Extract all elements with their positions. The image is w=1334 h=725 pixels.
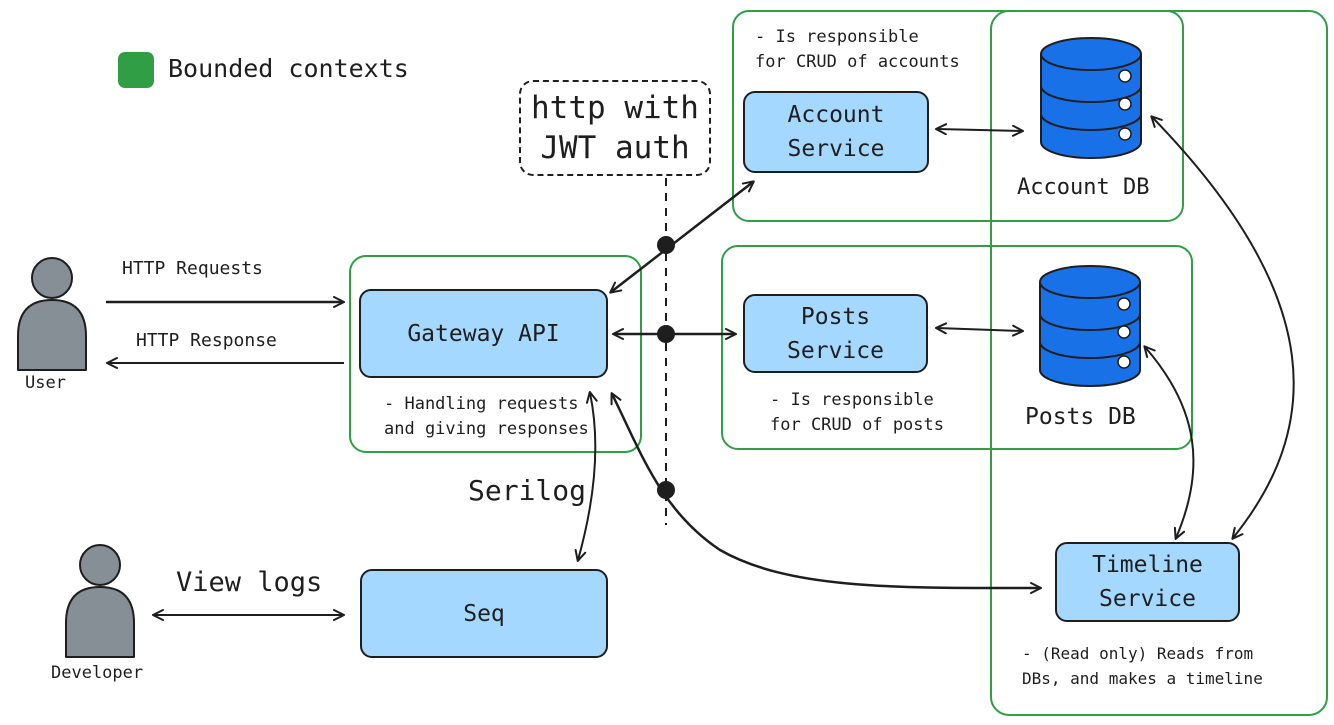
account-db-label: Account DB — [1017, 175, 1150, 200]
account-service[interactable]: Account Service — [743, 91, 929, 173]
account-service-note: - Is responsible for CRUD of accounts — [755, 25, 960, 75]
jwt-auth-line2: JWT auth — [540, 130, 690, 166]
account-service-line1: Account — [787, 102, 885, 128]
account-note-line2: for CRUD of accounts — [755, 52, 960, 72]
posts-note-line2: for CRUD of posts — [770, 415, 944, 435]
legend-swatch — [118, 52, 154, 88]
junction-dot — [657, 236, 675, 254]
timeline-note-line1: - (Read only) Reads from — [1022, 644, 1254, 663]
gateway-api-service[interactable]: Gateway API — [359, 289, 608, 378]
posts-note-line1: - Is responsible — [770, 390, 934, 410]
jwt-auth-line1: http with — [531, 90, 699, 126]
http-response-label: HTTP Response — [136, 330, 277, 351]
gateway-note-line1: - Handling requests — [384, 394, 579, 414]
user-label: User — [25, 373, 66, 393]
seq-label: Seq — [463, 600, 505, 627]
gateway-timeline-arrow — [610, 392, 1042, 595]
posts-service[interactable]: Posts Service — [743, 294, 928, 373]
posts-db-arrow — [935, 322, 1024, 337]
developer-label: Developer — [51, 663, 144, 683]
seq-service[interactable]: Seq — [360, 569, 608, 658]
timeline-note-line2: DBs, and makes a timeline — [1022, 669, 1263, 688]
view-logs-label: View logs — [176, 567, 323, 598]
timeline-service[interactable]: Timeline Service — [1055, 542, 1240, 622]
person-icon — [65, 544, 135, 658]
jwt-auth-note: http with JWT auth — [519, 80, 711, 176]
timeline-posts-db-arrow — [1143, 345, 1195, 540]
gateway-account-arrow — [609, 180, 755, 294]
account-db-arrow — [935, 123, 1024, 137]
gateway-context — [349, 255, 642, 453]
timeline-service-note: - (Read only) Reads from DBs, and makes … — [1022, 641, 1263, 691]
timeline-context — [990, 10, 1328, 716]
timeline-account-db-arrow — [1150, 115, 1295, 540]
database-icon — [1039, 265, 1141, 387]
person-icon — [17, 257, 87, 371]
database-icon — [1040, 37, 1142, 159]
posts-service-note: - Is responsible for CRUD of posts — [770, 388, 944, 438]
legend-label: Bounded contexts — [168, 54, 409, 83]
posts-db-label: Posts DB — [1025, 404, 1136, 430]
posts-service-line2: Service — [787, 337, 884, 364]
account-service-line2: Service — [787, 136, 885, 162]
junction-dot — [657, 325, 675, 343]
gateway-api-label: Gateway API — [407, 320, 560, 347]
timeline-service-line1: Timeline — [1092, 552, 1203, 578]
posts-service-line1: Posts — [800, 303, 871, 330]
timeline-service-line2: Service — [1099, 586, 1196, 612]
junction-dot — [657, 481, 675, 499]
gateway-note-line2: and giving responses — [384, 419, 589, 439]
serilog-label: Serilog — [468, 474, 587, 507]
account-note-line1: - Is responsible — [755, 27, 919, 47]
serilog-arrow — [574, 391, 598, 562]
gateway-api-note: - Handling requests and giving responses — [384, 392, 589, 442]
http-requests-label: HTTP Requests — [122, 258, 263, 279]
